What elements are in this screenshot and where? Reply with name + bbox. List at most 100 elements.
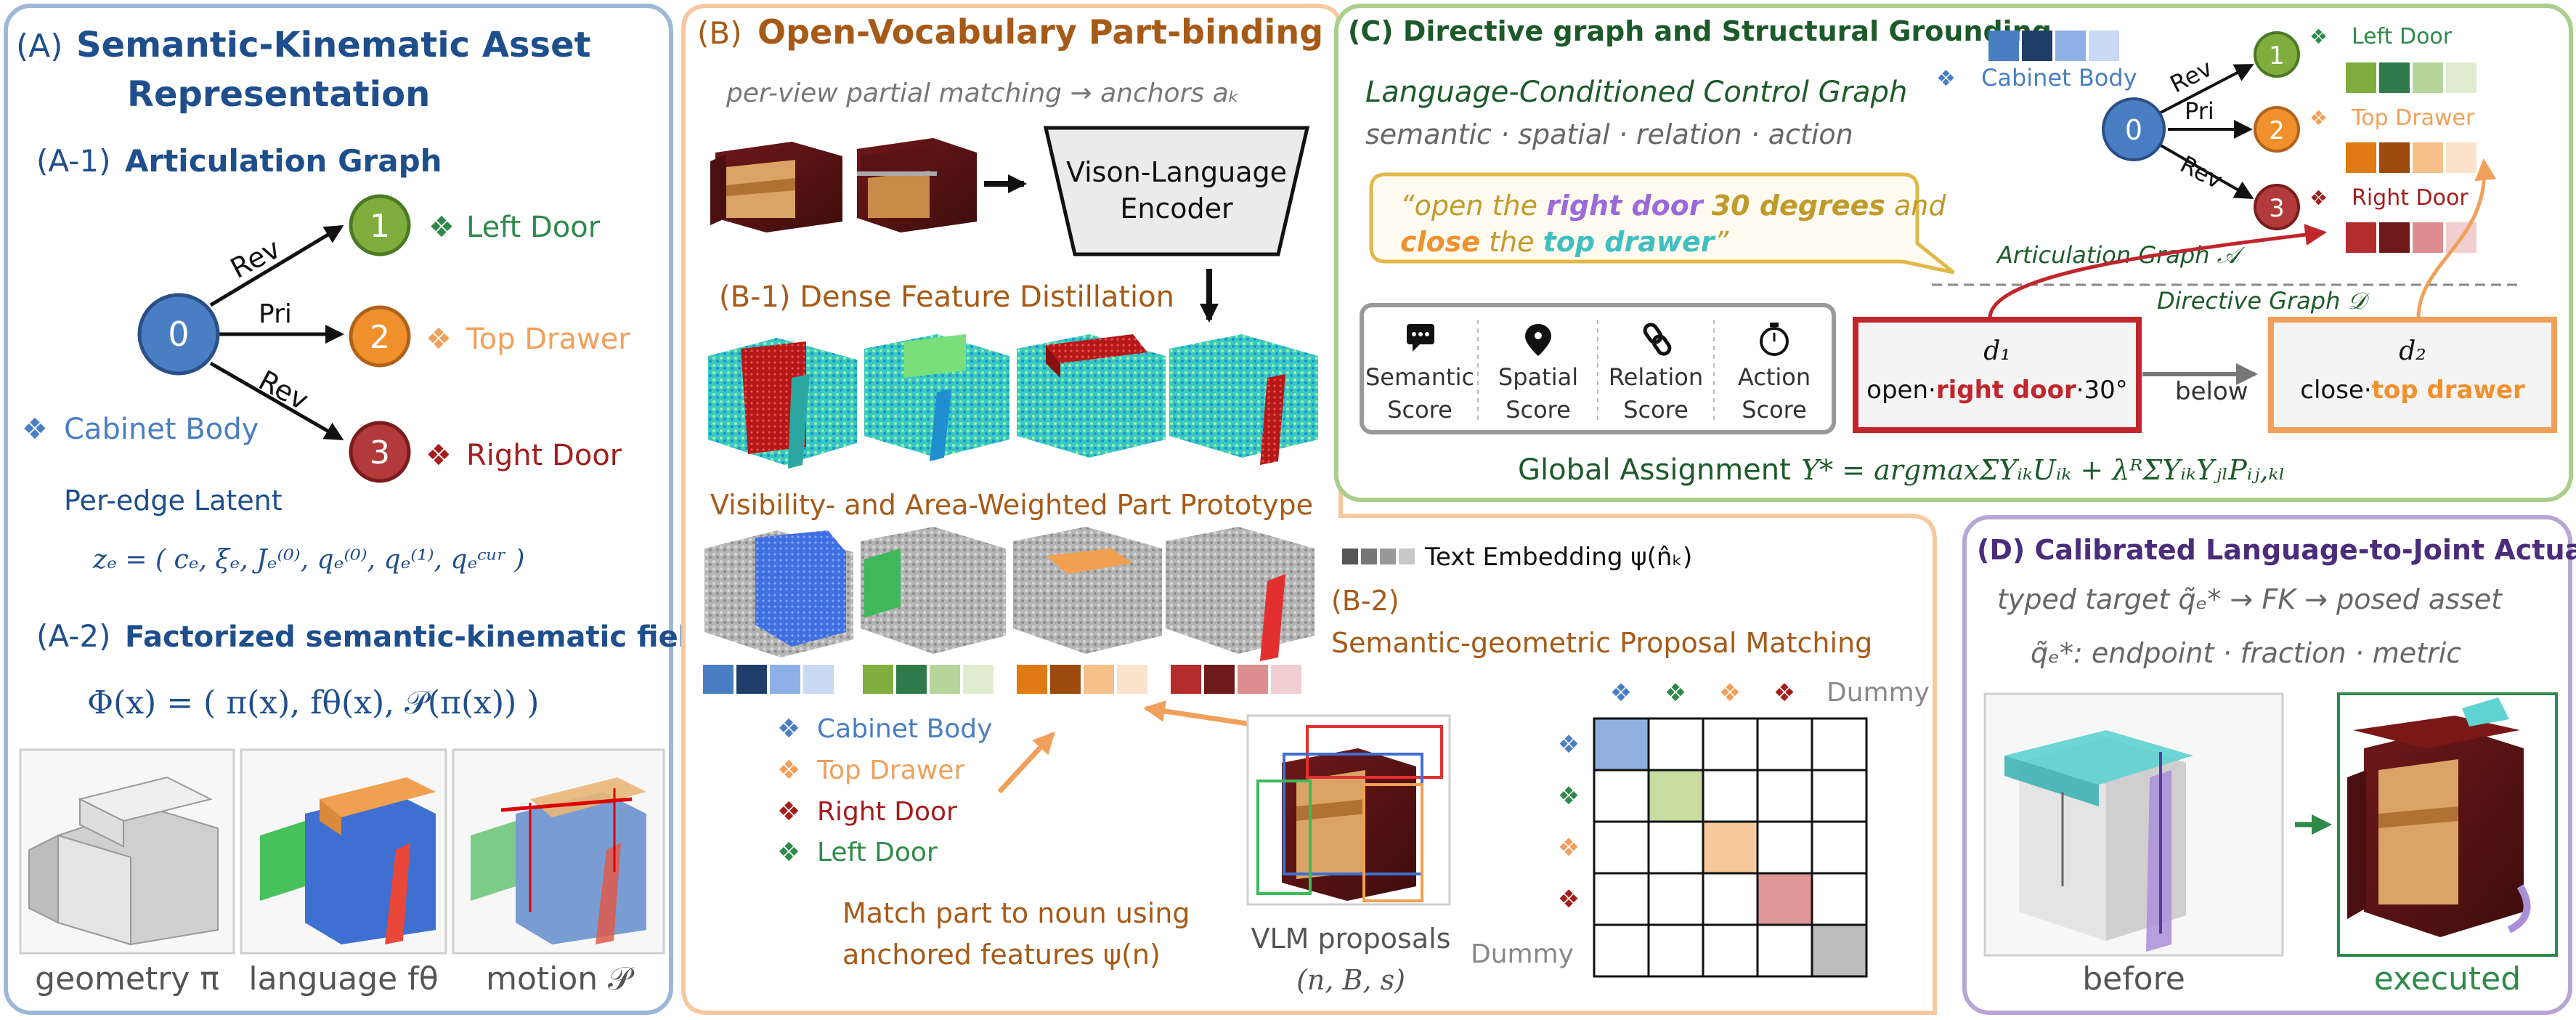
quote-the-1: the xyxy=(1484,190,1547,222)
global-assignment-label: Global Assignment xyxy=(1518,453,1791,487)
legend-right-door: Right Door xyxy=(817,797,957,827)
node-0 xyxy=(137,293,220,376)
panel-b: (B) Open-Vocabulary Part-binding per-vie… xyxy=(681,4,1937,1015)
proto-title: Visibility- and Area-Weighted Part Proto… xyxy=(710,489,1313,521)
directive-graph-label: Directive Graph 𝒟 xyxy=(2157,287,2370,315)
d1-text: open·right door·30° xyxy=(1866,376,2128,405)
diamond-icon: ❖ xyxy=(1665,679,1686,708)
caption-motion: motion 𝒫 xyxy=(486,960,635,997)
d1-to-right-door-arrow xyxy=(1988,224,2327,319)
diamond-icon: ❖ xyxy=(777,797,800,827)
quote-degrees: 30 degrees xyxy=(1712,190,1885,222)
vlm-line2: (n, B, s) xyxy=(1296,964,1405,996)
graph-title: Language-Conditioned Control Graph xyxy=(1365,76,1907,109)
diamond-icon: ❖ xyxy=(1773,679,1795,708)
executed-caption: executed xyxy=(2374,960,2521,997)
prototype-cloud-body xyxy=(704,530,853,657)
quote-top-drawer: top drawer xyxy=(1543,226,1716,258)
panel-d-line1: typed target q̃ₑ* → FK → posed asset xyxy=(1997,583,2503,615)
c-node-0-label: 0 xyxy=(2125,114,2142,146)
vision-language-encoder xyxy=(1043,126,1310,256)
dense-feature-cloud-4 xyxy=(1169,334,1318,465)
b2-title: Semantic-geometric Proposal Matching xyxy=(1331,627,1872,659)
quote-right-door: right door xyxy=(1546,190,1705,222)
panel-d-line2: q̃ₑ*: endpoint · fraction · metric xyxy=(2031,637,2461,669)
panel-b-prefix: (B) xyxy=(697,15,742,51)
match-line1: Match part to noun using xyxy=(842,897,1190,929)
caption-language: language fθ xyxy=(248,960,438,997)
panel-a-title-line2: Representation xyxy=(127,74,430,115)
diamond-icon: ❖ xyxy=(1558,885,1580,914)
part-right-door: Right Door xyxy=(466,439,622,472)
c-part-right-door: Right Door xyxy=(2352,185,2469,211)
c-swatch-left-door xyxy=(2346,62,2477,93)
match-line2: anchored features ψ(n) xyxy=(842,939,1161,971)
relation-score-l1: Relation xyxy=(1609,363,1703,391)
directive-d1 xyxy=(1853,317,2142,433)
grid-dummy-row: Dummy xyxy=(1471,939,1574,969)
diamond-icon: ❖ xyxy=(1558,782,1580,811)
action-score-l1: Action xyxy=(1738,363,1811,391)
executed-image xyxy=(2337,692,2558,957)
panel-b-subtitle: per-view partial matching → anchors aₖ xyxy=(726,78,1240,108)
dense-feature-cloud-1 xyxy=(708,338,857,469)
encoder-line1: Vison-Language xyxy=(1066,156,1287,188)
c-swatch-right-door xyxy=(2346,222,2477,253)
quote-end: ” xyxy=(1715,226,1729,258)
c-edge-label-pri: Pri xyxy=(2185,97,2214,125)
action-score-l2: Score xyxy=(1742,396,1807,424)
swatch-row-right-door xyxy=(1171,665,1301,694)
node-2 xyxy=(349,305,411,368)
node-0-label: 0 xyxy=(168,315,189,354)
cabinet-image-1 xyxy=(710,142,842,232)
diamond-icon: ❖ xyxy=(22,413,48,446)
panel-d-title: (D) Calibrated Language-to-Joint Actuati… xyxy=(1977,534,2576,566)
d1-label: d₁ xyxy=(1983,336,2010,366)
caption-geometry: geometry π xyxy=(35,960,219,997)
legend-top-drawer: Top Drawer xyxy=(816,756,964,785)
panel-c: (C) Directive graph and Structural Groun… xyxy=(1334,4,2573,502)
diamond-icon: ❖ xyxy=(426,323,452,356)
node-1-label: 1 xyxy=(370,208,390,245)
c-node-3-label: 3 xyxy=(2269,194,2285,223)
c-node-2-label: 2 xyxy=(2269,116,2285,145)
thumb-language xyxy=(240,748,447,955)
diamond-icon: ❖ xyxy=(2309,25,2328,49)
semantic-score-l2: Score xyxy=(1387,396,1452,424)
c-node-1 xyxy=(2254,31,2300,78)
node-2-label: 2 xyxy=(370,319,390,356)
dense-feature-cloud-3 xyxy=(1017,334,1166,458)
grid-dummy-column: Dummy xyxy=(1827,678,1930,708)
thumb-motion xyxy=(452,748,665,955)
quote-open: “open xyxy=(1400,190,1484,222)
semantic-score-l1: Semantic xyxy=(1365,363,1474,391)
edge-0-1 xyxy=(209,224,344,307)
instruction-line2: close the top drawer” xyxy=(1400,226,1729,258)
c-swatch-top-drawer xyxy=(2346,142,2477,173)
c-cabinet-body-label: Cabinet Body xyxy=(1981,64,2137,92)
part-left-door: Left Door xyxy=(466,211,601,244)
chat-icon xyxy=(1407,324,1434,352)
matching-grid: ❖ ❖ ❖ ❖ ❖ ❖ ❖ ❖ xyxy=(1558,679,1868,978)
diamond-icon: ❖ xyxy=(2309,186,2328,210)
b2-prefix: (B-2) xyxy=(1331,585,1399,617)
latent-equation: zₑ = ( cₑ, ξₑ, Jₑ⁽⁰⁾, qₑ⁽⁰⁾, qₑ⁽¹⁾, qₑᶜᵘ… xyxy=(92,545,524,575)
articulation-graph-label: Articulation Graph 𝒜 xyxy=(1996,241,2246,269)
thumb-geometry xyxy=(19,748,235,955)
b1-title: (B-1) Dense Feature Distillation xyxy=(719,280,1174,314)
dense-feature-cloud-2 xyxy=(864,334,1009,461)
quote-the-2: the xyxy=(1480,226,1543,258)
diamond-icon: ❖ xyxy=(2309,106,2328,130)
a1-prefix: (A-1) xyxy=(36,143,110,179)
stopwatch-icon xyxy=(1760,323,1789,356)
before-caption: before xyxy=(2082,960,2185,997)
instruction-bubble xyxy=(1369,172,1955,275)
diamond-icon: ❖ xyxy=(1610,679,1632,708)
a2-prefix: (A-2) xyxy=(36,618,110,654)
c-edge-0-3 xyxy=(2160,144,2254,199)
instruction-line1: “open the right door 30 degrees and xyxy=(1400,190,1946,222)
edge-0-3 xyxy=(209,361,344,441)
prototype-cloud-left-door xyxy=(861,527,1006,654)
arrow-to-top-drawer xyxy=(997,732,1055,794)
d2-label: d₂ xyxy=(2399,336,2426,366)
